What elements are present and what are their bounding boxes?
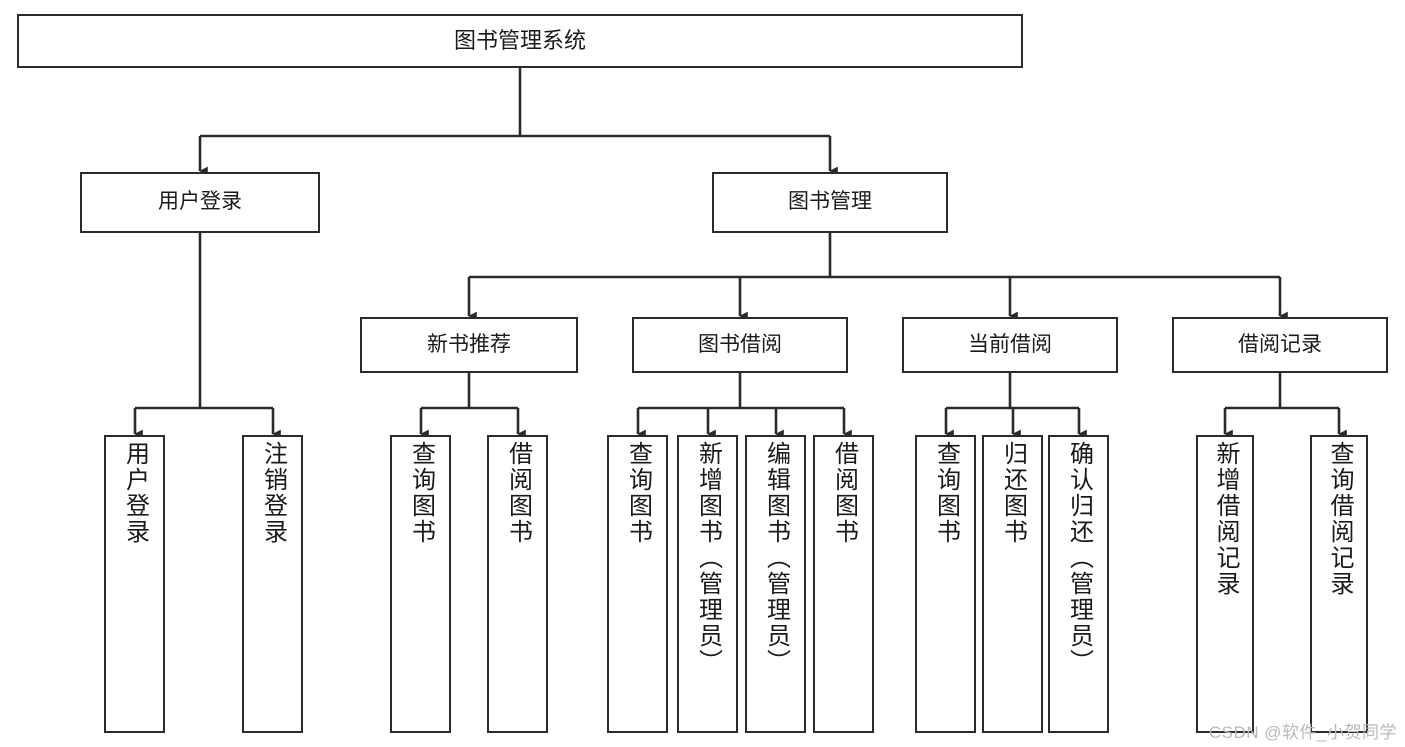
node-label: 查询借阅记录 [1326, 441, 1353, 597]
node-label: 归还图书 [999, 441, 1027, 545]
node-label: 图书管理 [788, 190, 872, 214]
node-label: 新增图书（管理员） [694, 441, 722, 675]
node-leaf-add-book[interactable]: 新增图书（管理员） [677, 435, 738, 733]
node-leaf-query-3[interactable]: 查询图书 [915, 435, 976, 733]
node-leaf-logout[interactable]: 注销登录 [242, 435, 303, 733]
node-label: 注销登录 [259, 441, 287, 545]
node-label: 当前借阅 [968, 332, 1052, 356]
node-leaf-confirm[interactable]: 确认归还（管理员） [1048, 435, 1109, 733]
node-label: 查询图书 [624, 441, 652, 545]
node-label: 编辑图书（管理员） [762, 441, 790, 675]
node-label: 用户登录 [158, 190, 242, 214]
node-leaf-borrow-1[interactable]: 借阅图书 [487, 435, 548, 733]
node-root[interactable]: 图书管理系统 [17, 14, 1023, 68]
node-leaf-add-rec[interactable]: 新增借阅记录 [1196, 435, 1254, 733]
node-label: 确认归还（管理员） [1065, 441, 1093, 675]
node-label: 新书推荐 [427, 332, 511, 356]
node-bookmgmt[interactable]: 图书管理 [712, 172, 948, 233]
node-login[interactable]: 用户登录 [80, 172, 320, 233]
node-records[interactable]: 借阅记录 [1172, 317, 1388, 373]
node-label: 用户登录 [121, 441, 149, 545]
node-label: 图书管理系统 [453, 28, 586, 54]
node-leaf-query-1[interactable]: 查询图书 [390, 435, 451, 733]
node-leaf-login[interactable]: 用户登录 [104, 435, 165, 733]
node-label: 查询图书 [932, 441, 960, 545]
connector-group [133, 68, 1347, 439]
watermark-text: CSDN @软件_小贺同学 [1208, 723, 1397, 742]
node-label: 借阅图书 [830, 441, 858, 545]
node-label: 借阅图书 [504, 441, 532, 545]
node-borrow[interactable]: 图书借阅 [632, 317, 848, 373]
node-leaf-query-rec[interactable]: 查询借阅记录 [1310, 435, 1368, 733]
node-label: 新增借阅记录 [1212, 441, 1239, 597]
node-label: 图书借阅 [698, 332, 782, 356]
node-leaf-edit-book[interactable]: 编辑图书（管理员） [745, 435, 806, 733]
node-leaf-borrow-2[interactable]: 借阅图书 [813, 435, 874, 733]
node-leaf-query-2[interactable]: 查询图书 [607, 435, 668, 733]
node-label: 查询图书 [407, 441, 435, 545]
node-label: 借阅记录 [1238, 332, 1322, 356]
node-leaf-return[interactable]: 归还图书 [982, 435, 1043, 733]
node-newbook[interactable]: 新书推荐 [360, 317, 578, 373]
node-current[interactable]: 当前借阅 [902, 317, 1118, 373]
